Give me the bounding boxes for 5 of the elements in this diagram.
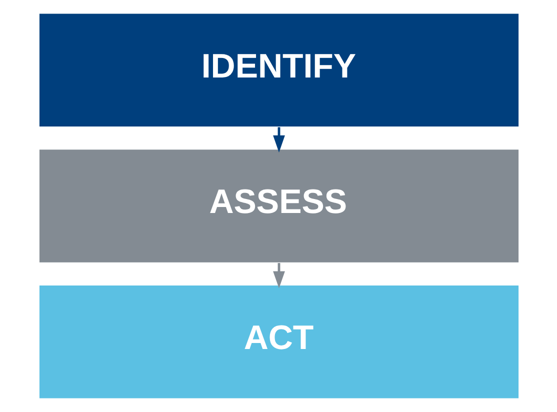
arrow (272, 263, 284, 288)
node-box: ACT (38, 284, 520, 400)
node-box: IDENTIFY (38, 12, 520, 128)
arrow (272, 127, 284, 152)
node-box: ASSESS (38, 148, 520, 264)
